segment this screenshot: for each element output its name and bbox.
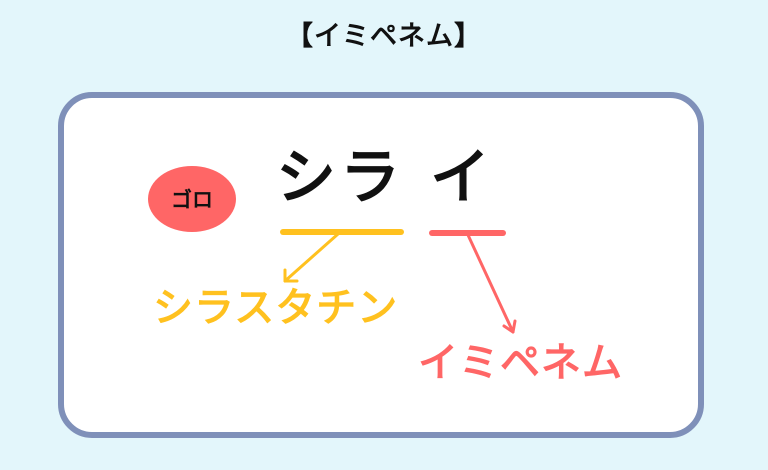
goro-badge-label: ゴロ [171,188,213,212]
red-arrow-line [466,233,515,334]
answer-imipenem: イミペネム [418,340,623,386]
page-title: 【イミペネム】 [286,21,482,52]
mnemonic-part-2: イ [430,143,490,213]
mnemonic-card [58,92,704,438]
yellow-arrow-line [283,232,340,283]
answer-cilastatin: シラスタチン [153,285,399,331]
goro-badge: ゴロ [148,166,236,232]
red-arrow-head-icon [502,319,517,334]
yellow-arrow-head-icon [283,268,299,283]
mnemonic-part-1: シラ [276,143,404,213]
